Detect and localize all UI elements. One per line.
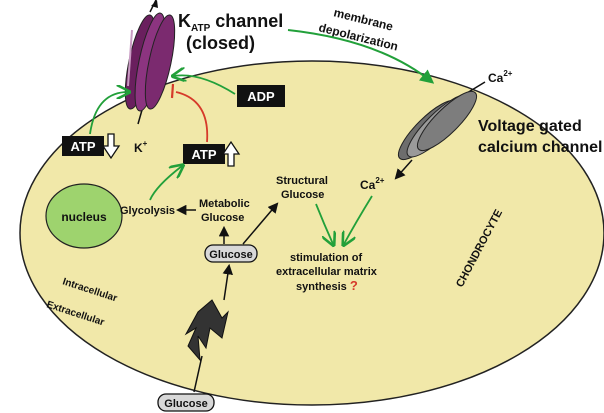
structural-label-1: Structural <box>276 175 328 187</box>
structural-label-2: Glucose <box>281 189 324 201</box>
katp-title-k: K <box>178 11 191 31</box>
atp-inhibition-line <box>175 91 209 143</box>
atp-right-label: ATP <box>191 147 216 162</box>
vgcc-label-1: Voltage gated <box>478 118 582 135</box>
katp-closed-label: (closed) <box>186 33 255 53</box>
arrow-up-icon <box>221 140 241 167</box>
katp-title-sub: ATP <box>191 23 211 34</box>
stim-label-3-text: synthesis <box>296 281 347 293</box>
calcium-channel-icon <box>394 81 486 180</box>
glucose-inside-label: Glucose <box>209 249 252 261</box>
glucose-inside-box <box>204 244 258 263</box>
stim-label-3: synthesis ? <box>296 278 358 293</box>
vgcc-label-2: calcium channel <box>478 139 603 156</box>
adp-label: ADP <box>247 89 275 104</box>
glucose-transporter-icon <box>184 299 229 362</box>
ca-outside-label: Ca2+ <box>488 69 513 85</box>
cell-membrane <box>19 60 604 406</box>
atp-left-activation-arrow <box>89 92 128 135</box>
depolarization-arrow <box>287 29 435 84</box>
nucleus-label: nucleus <box>61 210 107 224</box>
ca-outside-sup: 2+ <box>503 69 512 78</box>
ca-inside-text: Ca <box>360 178 376 192</box>
stim-label-2: extracellular matrix <box>276 266 378 278</box>
ca-inside-sup: 2+ <box>375 176 384 185</box>
adp-box <box>237 85 285 107</box>
k-ion-label: K+ <box>134 139 148 155</box>
atp-inhibition-bar <box>170 83 175 99</box>
k-ion-text: K <box>134 141 143 155</box>
katp-channel-icon <box>124 0 176 125</box>
glucose-outside-label: Glucose <box>164 398 207 410</box>
k-ion-sup: + <box>143 139 148 148</box>
adp-activation-arrow <box>174 75 236 95</box>
outside-glucose-to-transporter-line <box>193 355 203 393</box>
katp-title: KATP channel <box>178 11 283 34</box>
glucose-outside-box <box>157 393 215 412</box>
ca-inside-label: Ca2+ <box>360 176 385 192</box>
katp-title-rest: channel <box>210 11 283 31</box>
glycolysis-to-atp-arrow <box>149 166 182 201</box>
transporter-to-glucose-arrow <box>222 263 233 301</box>
ca-to-stim-arrow <box>344 195 373 244</box>
glucose-to-structural-arrow <box>242 202 279 245</box>
question-mark: ? <box>350 278 358 293</box>
metabolic-label-2: Glucose <box>201 212 244 224</box>
ca-outside-text: Ca <box>488 71 504 85</box>
glycolysis-label: Glycolysis <box>120 205 175 217</box>
atp-left-label: ATP <box>70 139 95 154</box>
arrow-down-icon <box>101 133 121 160</box>
stim-label-1: stimulation of <box>290 252 362 264</box>
nucleus <box>45 183 123 249</box>
atp-right-box <box>183 144 225 164</box>
atp-left-box <box>62 136 104 156</box>
metabolic-label-1: Metabolic <box>199 198 250 210</box>
structural-to-stim-arrow <box>315 203 333 244</box>
